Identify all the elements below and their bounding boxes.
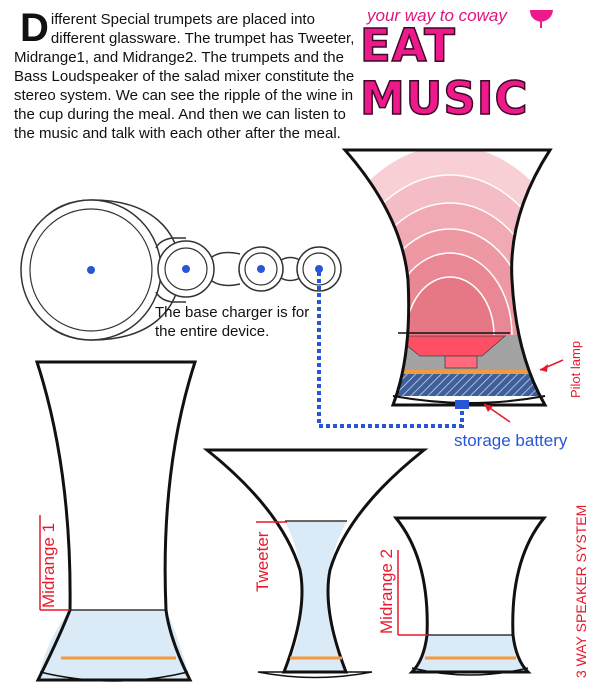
midrange1-label: Midrange 1 <box>39 523 58 608</box>
pilot-lamp-label: Pilot lamp <box>568 341 583 398</box>
system-title: 3 WAY SPEAKER SYSTEM <box>573 505 589 678</box>
brand-logo: EAT MUSIC <box>359 18 529 126</box>
bass-glass <box>341 148 553 409</box>
charging-wire <box>317 272 464 428</box>
midrange2-glass <box>392 516 548 676</box>
intro-text: ifferent Special trumpets are placed int… <box>14 11 355 142</box>
tweeter-glass <box>202 448 429 679</box>
midrange2-label: Midrange 2 <box>377 549 396 634</box>
wine-glass-icon <box>530 10 553 28</box>
midrange1-glass <box>34 360 198 682</box>
drop-cap: D <box>20 6 49 50</box>
brand-tagline: your way to coway <box>367 6 507 25</box>
tweeter-label: Tweeter <box>253 531 272 592</box>
charger-base <box>20 199 342 341</box>
charger-caption: The base charger is for the entire devic… <box>155 304 310 340</box>
storage-battery-label: storage battery <box>454 431 568 450</box>
